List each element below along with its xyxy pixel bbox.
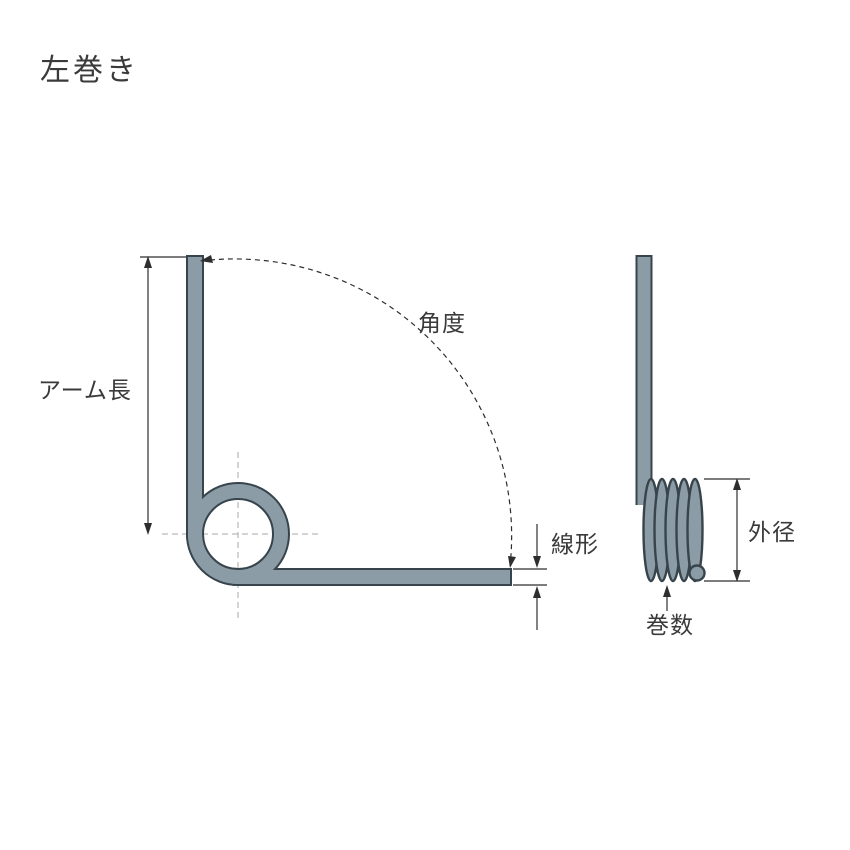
page-title: 左巻き (40, 53, 139, 88)
spring-coil (188, 484, 288, 584)
wire-arrowhead-bottom (533, 586, 541, 598)
side-view: 外径 巻数 (635, 255, 796, 639)
coil-count-label: 巻数 (646, 613, 694, 639)
wire-end-cross-section (688, 564, 706, 582)
coil-count-dimension: 巻数 (646, 585, 694, 639)
wire-arrowhead-top (533, 556, 541, 568)
wire-diameter-dimension: 線形 (513, 524, 599, 630)
outer-diameter-arrowhead-bottom (733, 570, 741, 582)
angle-arrowhead-top (200, 255, 213, 263)
wire-diameter-label: 線形 (551, 532, 599, 558)
angle-arrowhead-bottom (508, 556, 516, 568)
side-coil (642, 477, 706, 583)
front-view: アーム長 角度 線形 (38, 255, 599, 630)
outer-diameter-label: 外径 (748, 520, 796, 546)
outer-diameter-arrowhead-top (733, 478, 741, 490)
angle-dimension: 角度 (200, 255, 516, 568)
arm-length-label: アーム長 (38, 378, 132, 404)
angle-label: 角度 (418, 311, 466, 337)
arm-length-dimension: アーム長 (38, 256, 186, 535)
spring-arms (188, 257, 510, 584)
coil-count-arrowhead (663, 585, 671, 597)
angle-arc (200, 258, 513, 567)
arm-length-arrowhead-bottom (144, 523, 152, 535)
arm-length-arrowhead-top (144, 256, 152, 268)
spring-arms-outline (186, 255, 512, 586)
outer-diameter-dimension: 外径 (704, 478, 796, 582)
